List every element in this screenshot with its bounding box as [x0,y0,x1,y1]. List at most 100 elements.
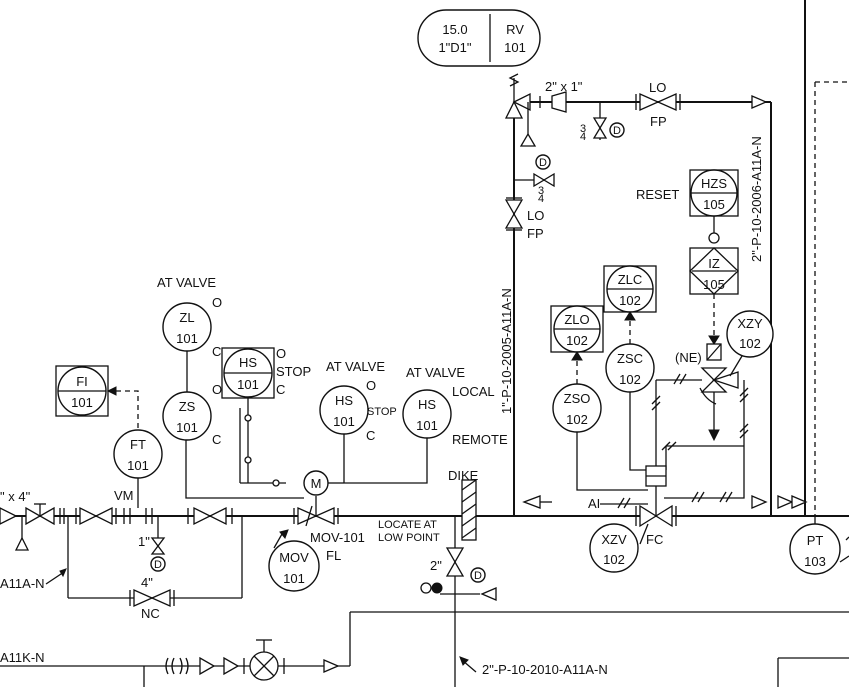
hs-valve2-number: 101 [416,418,438,433]
hs-valve1-number: 101 [333,414,355,429]
zl-letters: ZL [179,310,194,325]
zlo-102: ZLO 102 [550,305,604,353]
zlc-102: ZLC 102 [603,265,657,313]
mov-line-label: MOV-101 [310,530,365,545]
pt-number: 103 [804,554,826,569]
hs-101-valve-1: HS 101 [319,385,369,435]
xzy-letters: XZY [737,316,763,331]
drain-d-low-text: D [474,570,482,582]
line-left-2: A11K-N [0,650,45,665]
hzs-letters: HZS [701,176,727,191]
ne-label: (NE) [675,350,702,365]
line-vertical-1: 1"-P-10-2005-A11A-N [499,288,514,414]
fi-number: 101 [71,395,93,410]
pt-103: PT 103 [789,523,841,575]
mov-101: MOV 101 [268,540,320,592]
iz-105: IZ 105 [689,247,739,295]
line-vertical-2: 2"-P-10-2006-A11A-N [749,136,764,262]
locate-label-1: LOCATE AT [378,519,437,531]
hs-panel-c: C [276,382,285,397]
line-left-1: A11A-N [0,576,45,591]
rv-letters: RV [506,22,524,37]
zlc-letters: ZLC [618,272,643,287]
zsc-102: ZSC 102 [605,343,655,393]
setpoint-value: 15.0 [442,22,467,37]
nc-label: NC [141,606,160,621]
zs-letters: ZS [179,399,196,414]
xzv-102: XZV 102 [589,523,639,573]
zl-number: 101 [176,331,198,346]
relief-valve-rv101 [504,73,768,147]
at-valve-label-2: AT VALVE [326,359,385,374]
ft-number: 101 [127,458,149,473]
mov-letters: MOV [279,550,309,565]
lo-top-label: LO [649,80,666,95]
hzs-number: 105 [703,197,725,212]
at-valve-label-3: AT VALVE [406,365,465,380]
zso-number: 102 [566,412,588,427]
fi-letters: FI [76,374,88,389]
dike [461,479,477,541]
stop-label-1: STOP [276,364,311,379]
xzy-102: XZY 102 [726,310,774,358]
line-bottom: 2"-P-10-2010-A11A-N [482,662,608,677]
xzy-number: 102 [739,336,761,351]
hs-101-panel: HS 101 [221,347,275,399]
left-header-valves [0,503,233,608]
dike-label: DIKE [448,468,479,483]
fp-mid-label: FP [527,226,544,241]
fl-label: FL [326,548,341,563]
ft-letters: FT [130,437,146,452]
hzs-105: HZS 105 [689,169,739,217]
three-way-solenoid [699,367,739,442]
lower-line-fittings [143,639,340,687]
two-inch-label: 2" [430,558,442,573]
zl-101: ZL 101 [162,302,212,352]
fc-label: FC [646,532,663,547]
zsc-number: 102 [619,372,641,387]
at-valve-label-1: AT VALVE [157,275,216,290]
drain-valve-2in [420,547,497,601]
reducer-left-label: " x 4" [0,489,31,504]
fp-top-label: FP [650,114,667,129]
zl-c: C [212,344,221,359]
hs-valve1-letters: HS [335,393,353,408]
zs-c: C [212,432,221,447]
drain-d-top-text: D [613,125,621,137]
drain-d-low: D [470,567,486,583]
rv-tag: 15.0 1"D1" RV 101 [417,9,541,67]
riser-valves [504,172,555,231]
drain-d-mid-text: D [539,157,547,169]
ft-101: FT 101 [113,429,163,479]
motor-letter: M [311,476,322,491]
lo-mid-label: LO [527,208,544,223]
drain-d-mid: D [535,154,551,170]
zs-o: O [212,382,222,397]
reducer-size-label: 2" x 1" [545,79,583,94]
locate-label-2: LOW POINT [378,532,440,544]
mov-number: 101 [283,571,305,586]
zso-102: ZSO 102 [552,383,602,433]
hs-valve1-o: O [366,378,376,393]
hs-panel-number: 101 [237,377,259,392]
mov-101-valve [293,496,339,527]
zs-101: ZS 101 [162,391,212,441]
fi-101: FI 101 [55,365,109,417]
hs-valve1-c: C [366,428,375,443]
drain-d-left: D [150,556,166,572]
pt-letters: PT [807,533,824,548]
hs-panel-o: O [276,346,286,361]
zl-o: O [212,295,222,310]
hs-valve2-letters: HS [418,397,436,412]
setpoint-size: 1"D1" [438,40,471,55]
reset-label: RESET [636,187,679,202]
hs-101-valve-2: HS 101 [402,389,452,439]
local-label: LOCAL [452,384,495,399]
remote-label: REMOTE [452,432,508,447]
xzv-number: 102 [603,552,625,567]
ai-label: AI [588,496,600,511]
fraction-den-mid: 4 [538,193,544,205]
zso-letters: ZSO [564,391,591,406]
